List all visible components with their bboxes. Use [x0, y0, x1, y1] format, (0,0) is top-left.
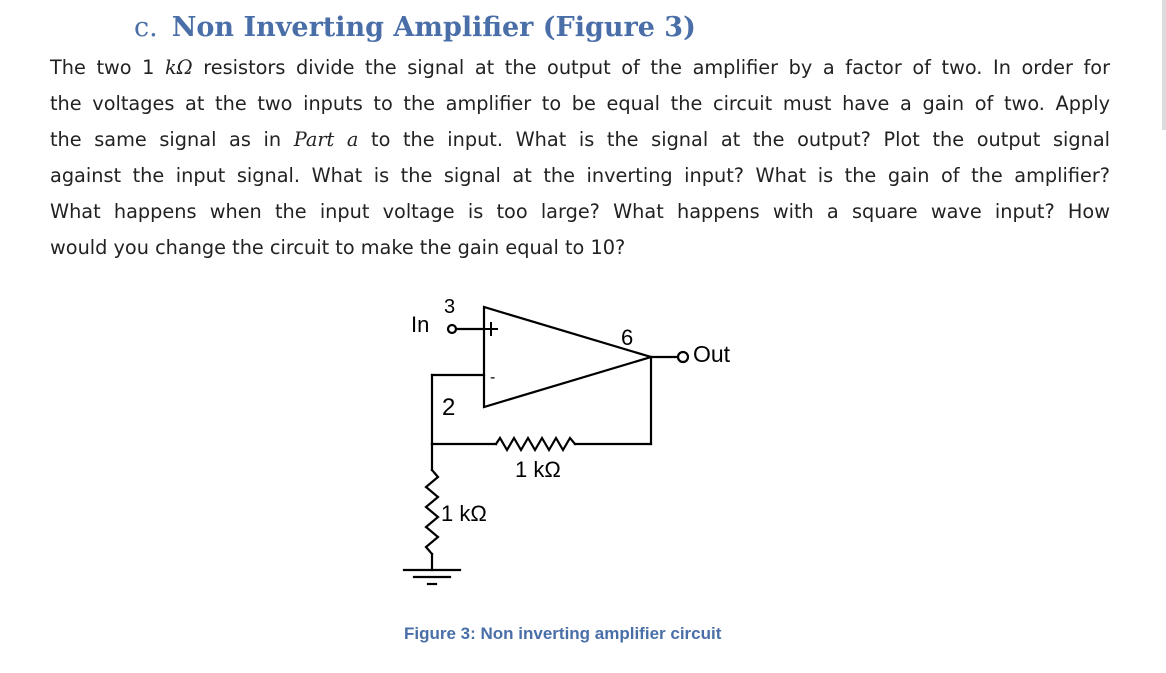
paragraph-line-5: What happens when the input voltage is t…: [50, 200, 1110, 223]
section-title: Non Inverting Amplifier (Figure 3): [171, 12, 696, 43]
in-label: In: [411, 312, 429, 337]
paragraph-line-2: the voltages at the two inputs to the am…: [50, 92, 1110, 115]
body-paragraph: The two 1 kΩ resistors divide the signal…: [50, 50, 1110, 266]
pin-3-label: 3: [444, 296, 455, 318]
feedback-resistor: [494, 435, 577, 453]
pin-6-label: 6: [621, 325, 633, 350]
pin-2-label: 2: [442, 394, 455, 421]
math-part-a: Part a: [293, 128, 359, 151]
out-label: Out: [693, 341, 731, 367]
scrollbar-edge[interactable]: [1162, 0, 1166, 130]
plus-mark: [484, 322, 498, 336]
math-kohm: kΩ: [165, 56, 193, 79]
text-run: the same signal as in: [50, 128, 294, 151]
paragraph-line-6: would you change the circuit to make the…: [50, 236, 626, 259]
text-run: The two 1: [50, 56, 165, 79]
feedback-resistor-label: 1 kΩ: [515, 457, 561, 482]
opamp-triangle: [482, 305, 655, 409]
text-run: to the input. What is the signal at the …: [358, 128, 1110, 151]
ground-resistor: [424, 468, 440, 556]
minus-sign: -: [490, 369, 495, 386]
section-heading: c. Non Inverting Amplifier (Figure 3): [134, 12, 696, 43]
figure-caption: Figure 3: Non inverting amplifier circui…: [404, 624, 722, 643]
input-terminal: [446, 323, 458, 335]
paragraph-line-4: against the input signal. What is the si…: [50, 164, 1110, 187]
ground-resistor-label: 1 kΩ: [441, 501, 487, 526]
paragraph-line-1: The two 1 kΩ resistors divide the signal…: [50, 50, 1110, 86]
paragraph-line-3: the same signal as in Part a to the inpu…: [50, 122, 1110, 158]
section-number: c.: [134, 12, 158, 43]
output-terminal: [676, 350, 690, 364]
text-run: resistors divide the signal at the outpu…: [192, 56, 1110, 79]
